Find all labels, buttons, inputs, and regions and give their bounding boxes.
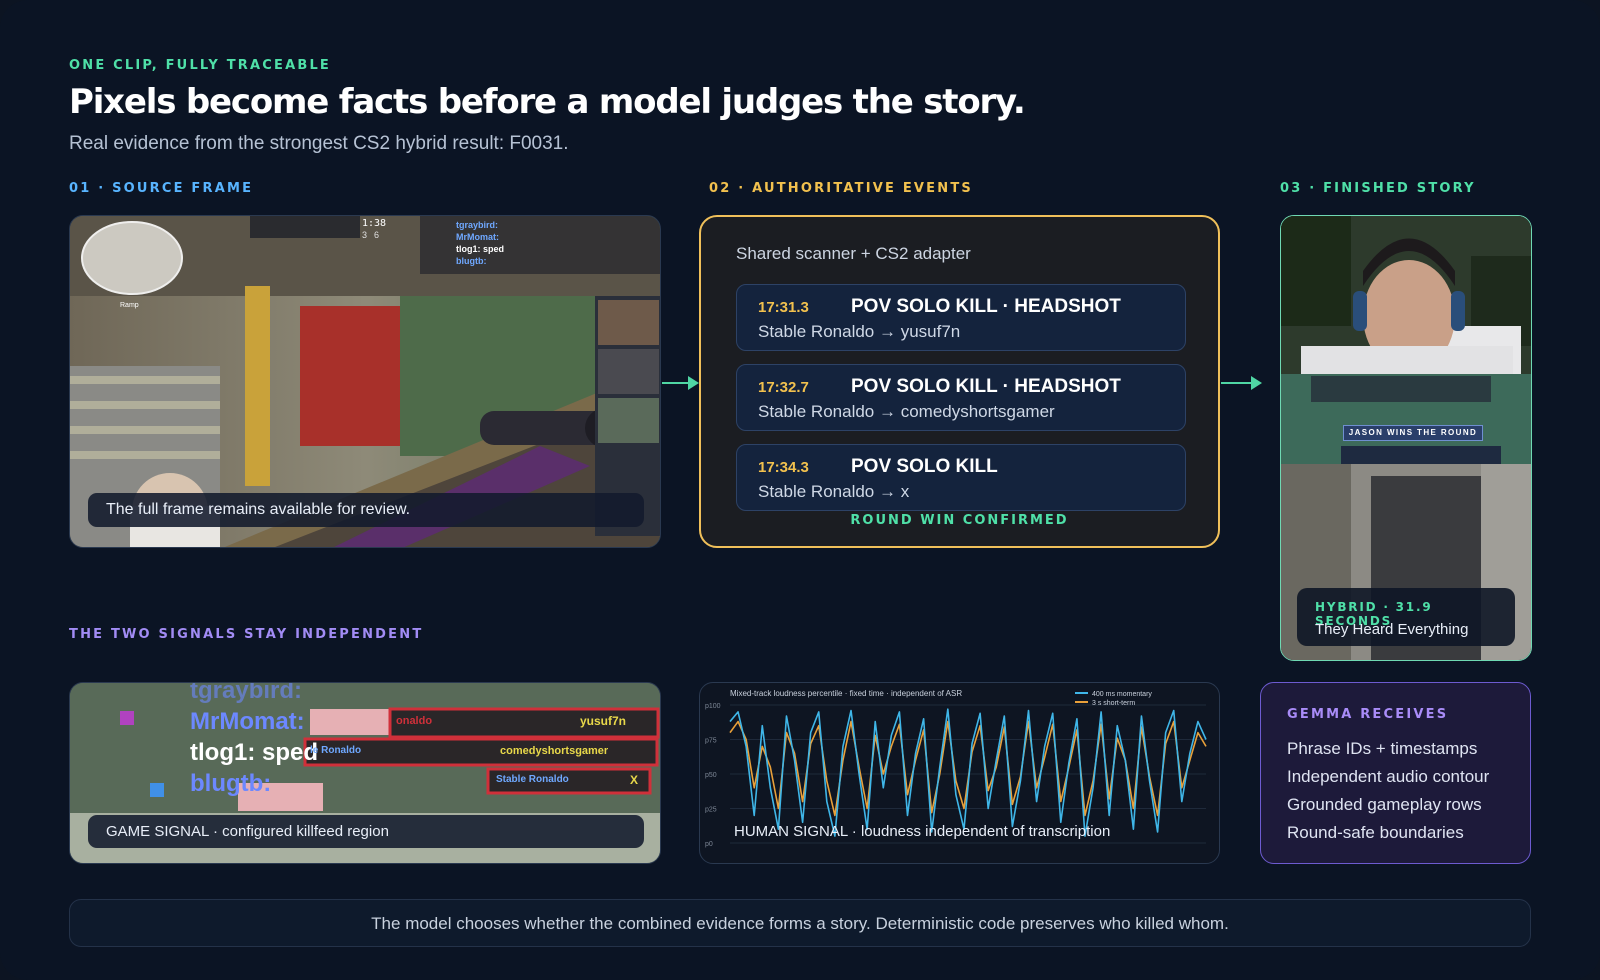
story-tag: HYBRID · 31.9 SECONDS xyxy=(1315,600,1433,628)
y-tick-label: p25 xyxy=(705,807,717,814)
step-label-story: 03 · FINISHED STORY xyxy=(1280,181,1476,196)
source-caption: The full frame remains available for rev… xyxy=(88,493,644,527)
story-frame[interactable]: JASON WINS THE ROUND HYBRID · 31.9 SECON… xyxy=(1280,215,1532,661)
event-title: POV SOLO KILL xyxy=(851,456,998,477)
source-frame[interactable]: 1:38 3 6 Ramp tgraybird: MrMomat: tlog1:… xyxy=(69,215,661,548)
killfeed-victim: yusuf7n xyxy=(580,714,627,728)
killfeed-player: MrMomat: xyxy=(190,708,305,735)
game-signal-caption: GAME SIGNAL · configured killfeed region xyxy=(88,815,644,848)
arrow-source-to-events xyxy=(662,382,688,384)
killfeed-player: tlog1: sped xyxy=(190,739,319,766)
killfeed-victim: X xyxy=(630,773,639,787)
gemma-item: Independent audio contour xyxy=(1287,767,1490,786)
killfeed-players: tgraybird: MrMomat: tlog1: sped blugtb: xyxy=(190,682,319,799)
gemma-item: Grounded gameplay rows xyxy=(1287,795,1482,814)
event-row[interactable]: 17:32.7 POV SOLO KILL · HEADSHOT Stable … xyxy=(736,364,1186,431)
events-heading: Shared scanner + CS2 adapter xyxy=(736,244,971,263)
loudness-chart: Mixed-track loudness percentile · fixed … xyxy=(705,689,1207,848)
arrow-events-to-story xyxy=(1221,382,1251,384)
event-title: POV SOLO KILL · HEADSHOT xyxy=(851,296,1121,317)
chart-y-ticks: p100 p75 p50 p25 p0 xyxy=(705,703,721,848)
signals-label: THE TWO SIGNALS STAY INDEPENDENT xyxy=(69,627,424,642)
hud-player-list: tgraybird: MrMomat: tlog1: sped blugtb: xyxy=(456,219,504,267)
y-tick-label: p0 xyxy=(705,841,713,848)
story-name: They Heard Everything xyxy=(1315,621,1469,638)
hud-player: blugtb: xyxy=(456,256,487,266)
killfeed-killer: Stable Ronaldo xyxy=(496,774,569,785)
hud-timer: 1:38 xyxy=(362,218,387,229)
legend-label: 400 ms momentary xyxy=(1092,691,1152,698)
killfeed-killer: onaldo xyxy=(396,715,433,727)
footer-note: The model chooses whether the combined e… xyxy=(69,899,1531,947)
page-subtitle: Real evidence from the strongest CS2 hyb… xyxy=(69,133,569,154)
event-detail: Stable Ronaldo → yusuf7n xyxy=(758,322,961,341)
human-signal-caption: HUMAN SIGNAL · loudness independent of t… xyxy=(734,823,1111,840)
gemma-panel: GEMMA RECEIVES Phrase IDs + timestamps I… xyxy=(1260,682,1531,864)
legend-label: 3 s short-term xyxy=(1092,700,1135,707)
hud-map-label: Ramp xyxy=(120,302,139,309)
event-time: 17:34.3 xyxy=(758,459,809,476)
arrow-head-icon xyxy=(688,376,699,390)
hud-player: tlog1: sped xyxy=(456,244,505,254)
human-signal-panel[interactable]: Mixed-track loudness percentile · fixed … xyxy=(699,682,1220,864)
killfeed-player: tgraybird: xyxy=(190,682,303,704)
event-row[interactable]: 17:31.3 POV SOLO KILL · HEADSHOT Stable … xyxy=(736,284,1186,351)
story-banner: JASON WINS THE ROUND xyxy=(1343,425,1483,441)
event-detail: Stable Ronaldo → x xyxy=(758,482,910,501)
hud-player: MrMomat: xyxy=(456,232,499,242)
event-time: 17:31.3 xyxy=(758,299,809,316)
event-row[interactable]: 17:34.3 POV SOLO KILL Stable Ronaldo → x xyxy=(736,444,1186,511)
y-tick-label: p100 xyxy=(705,703,721,710)
event-title: POV SOLO KILL · HEADSHOT xyxy=(851,376,1121,397)
step-label-events: 02 · AUTHORITATIVE EVENTS xyxy=(709,181,973,196)
header-eyebrow: ONE CLIP, FULLY TRACEABLE xyxy=(69,58,332,73)
story-clip xyxy=(1281,216,1531,660)
chart-title: Mixed-track loudness percentile · fixed … xyxy=(730,689,962,698)
killfeed-killer: le Ronaldo xyxy=(310,745,362,756)
game-signal-panel[interactable]: tgraybird: MrMomat: tlog1: sped blugtb: … xyxy=(69,682,661,864)
y-tick-label: p50 xyxy=(705,772,717,779)
killfeed-victim: comedyshortsgamer xyxy=(500,745,609,757)
arrow-head-icon xyxy=(1251,376,1262,390)
gemma-item: Phrase IDs + timestamps xyxy=(1287,739,1478,758)
events-panel: Shared scanner + CS2 adapter 17:31.3 POV… xyxy=(699,215,1220,548)
event-time: 17:32.7 xyxy=(758,379,809,396)
series-line xyxy=(729,708,1207,837)
gemma-title: GEMMA RECEIVES xyxy=(1287,707,1449,722)
step-label-source: 01 · SOURCE FRAME xyxy=(69,181,254,196)
hud-player: tgraybird: xyxy=(456,220,499,230)
hud-score-left: 3 xyxy=(362,230,368,240)
event-detail: Stable Ronaldo → comedyshortsgamer xyxy=(758,402,1055,421)
gemma-item: Round-safe boundaries xyxy=(1287,823,1464,842)
story-caption: HYBRID · 31.9 SECONDS They Heard Everyth… xyxy=(1297,588,1515,646)
chart-legend: 400 ms momentary 3 s short-term xyxy=(1075,691,1152,707)
chart-series xyxy=(729,708,1207,837)
page-title: Pixels become facts before a model judge… xyxy=(69,82,1026,122)
round-win-status: ROUND WIN CONFIRMED xyxy=(850,513,1069,528)
hud-score-right: 6 xyxy=(374,230,380,240)
y-tick-label: p75 xyxy=(705,738,717,745)
killfeed-player: blugtb: xyxy=(190,770,272,797)
